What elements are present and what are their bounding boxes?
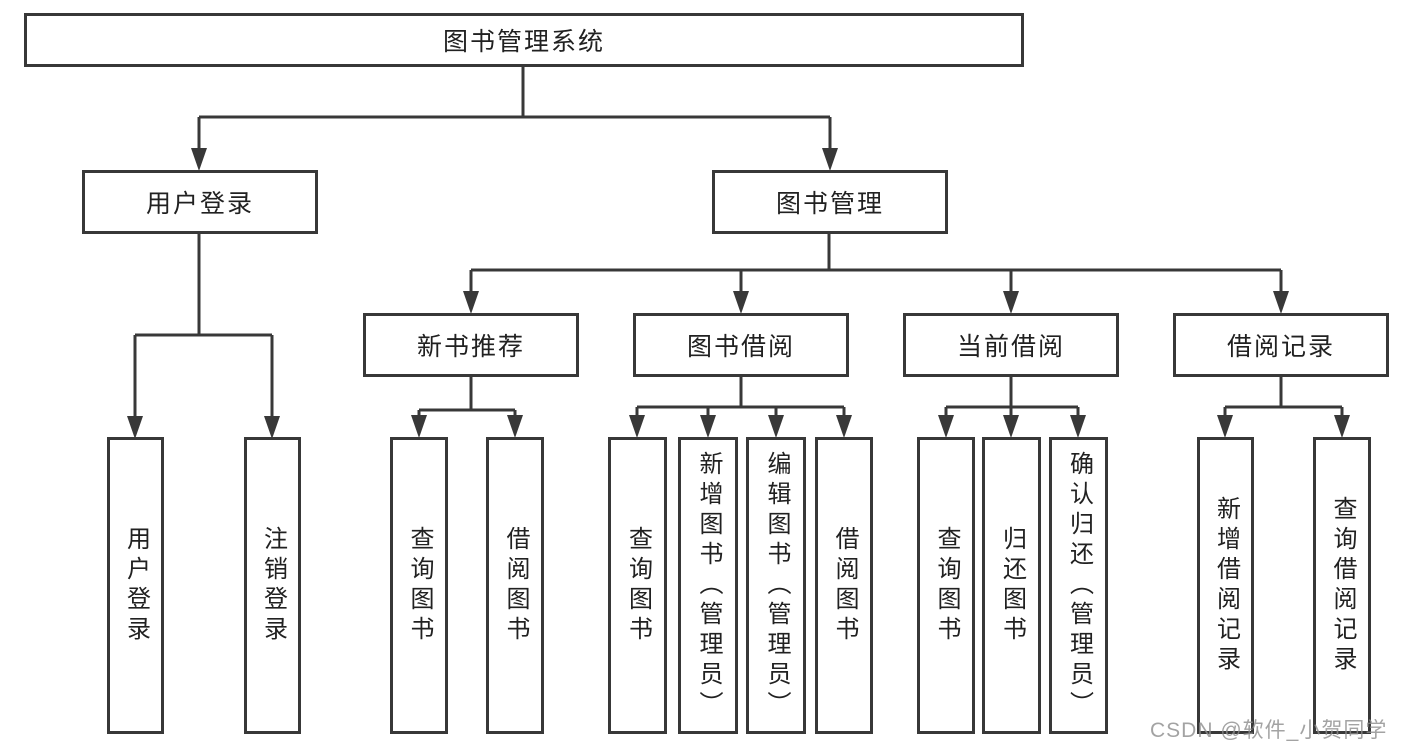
leaf-label: 注销登录: [259, 525, 287, 646]
leaf-label: 查询借阅记录: [1329, 495, 1356, 676]
leaf-label: 归还图书: [998, 525, 1026, 646]
leaf-label: 用户登录: [122, 525, 150, 646]
leaf-nb-query-books: 查询图书: [390, 437, 448, 734]
leaf-label: 查询图书: [933, 525, 960, 646]
leaf-cb-return-books: 归还图书: [982, 437, 1041, 734]
node-library-system: 图书管理系统: [24, 13, 1024, 67]
leaf-label: 新增借阅记录: [1212, 495, 1240, 676]
watermark: CSDN @软件_小贺同学: [1150, 719, 1388, 742]
leaf-cb-query-books: 查询图书: [917, 437, 975, 734]
leaf-cb-confirm-return-admin: 确认归还（管理员）: [1049, 437, 1108, 734]
leaf-user-login: 用户登录: [107, 437, 164, 734]
leaf-br-add-record: 新增借阅记录: [1197, 437, 1254, 734]
node-book-management: 图书管理: [712, 170, 948, 234]
leaf-nb-borrow-books: 借阅图书: [486, 437, 544, 734]
node-borrow-records: 借阅记录: [1173, 313, 1389, 377]
leaf-label: 编辑图书（管理员）: [763, 450, 790, 721]
node-current-borrow: 当前借阅: [903, 313, 1119, 377]
leaf-bb-borrow-books: 借阅图书: [815, 437, 873, 734]
leaf-label: 查询图书: [406, 525, 433, 646]
node-new-book-recommend: 新书推荐: [363, 313, 579, 377]
leaf-bb-query-books: 查询图书: [608, 437, 667, 734]
leaf-label: 借阅图书: [831, 525, 858, 646]
node-user-login: 用户登录: [82, 170, 318, 234]
leaf-label: 新增图书（管理员）: [695, 450, 722, 721]
leaf-logout: 注销登录: [244, 437, 301, 734]
leaf-label: 查询图书: [624, 525, 652, 646]
leaf-bb-edit-books-admin: 编辑图书（管理员）: [746, 437, 806, 734]
node-book-borrow: 图书借阅: [633, 313, 849, 377]
leaf-label: 确认归还（管理员）: [1065, 450, 1093, 721]
leaf-bb-add-books-admin: 新增图书（管理员）: [678, 437, 738, 734]
leaf-label: 借阅图书: [502, 525, 529, 646]
leaf-br-query-record: 查询借阅记录: [1313, 437, 1371, 734]
arrowheads: [127, 148, 1350, 439]
